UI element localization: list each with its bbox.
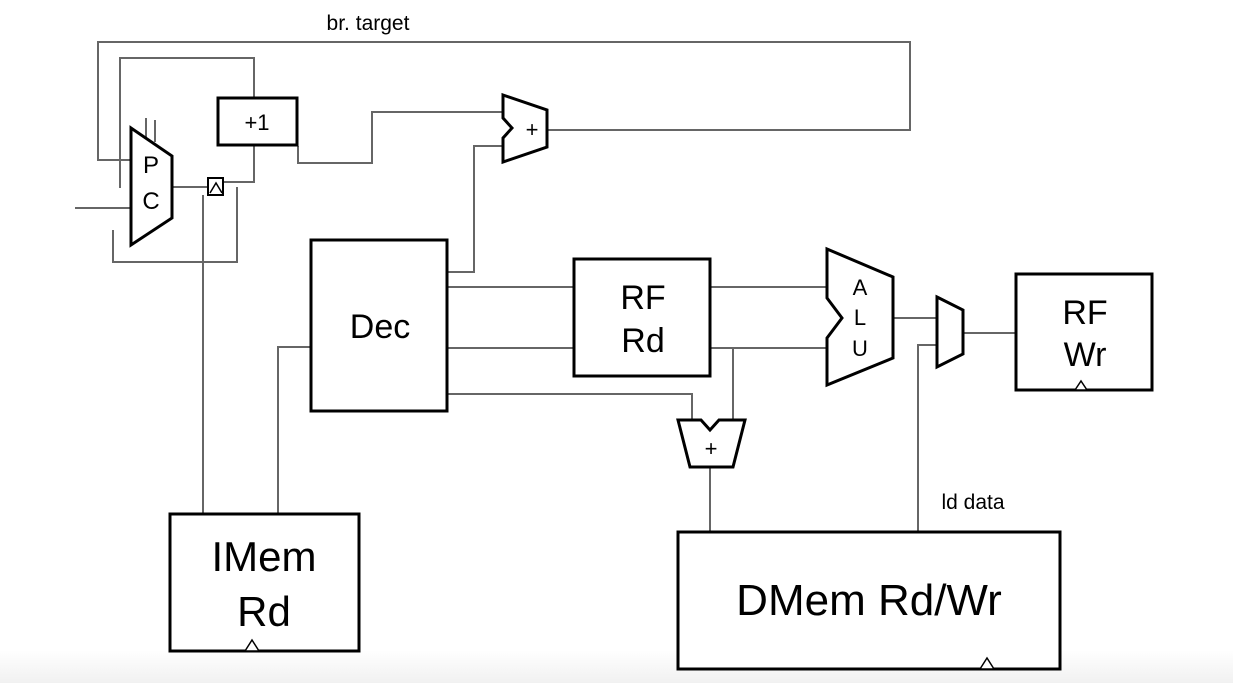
wire-inc-out	[222, 146, 255, 183]
alu: A L U	[825, 246, 895, 388]
increment-box: +1	[216, 96, 299, 147]
pc-mux: P C	[129, 125, 174, 248]
wire-pc-increment-loop	[119, 57, 255, 188]
decode-label: Dec	[350, 308, 410, 346]
wires	[75, 41, 1016, 531]
wire-inc-to-adder	[297, 111, 502, 164]
alu-label-u: U	[852, 336, 868, 361]
address-adder-label: +	[705, 436, 718, 461]
branch-adder-label: +	[526, 117, 539, 142]
wire-imem-to-dec	[277, 346, 311, 514]
imem-label-1: IMem	[212, 533, 317, 580]
rf-read-label-2: Rd	[621, 322, 664, 360]
alu-label-l: L	[854, 305, 866, 330]
rf-write-label-2: Wr	[1064, 336, 1107, 374]
rf-write-box: RF Wr	[1014, 272, 1154, 392]
dmem-box: DMem Rd/Wr	[676, 530, 1062, 671]
imem-box: IMem Rd	[168, 512, 361, 653]
rf-write-label-1: RF	[1062, 294, 1107, 332]
dmem-label: DMem Rd/Wr	[736, 576, 1002, 625]
wire-dec-to-adder	[447, 145, 502, 273]
rf-read-label-1: RF	[620, 279, 665, 317]
imem-clock-icon	[243, 638, 261, 652]
wire-ld-data	[917, 344, 937, 531]
wire-pc-out-down	[112, 187, 238, 263]
pc-label-c: C	[142, 188, 159, 215]
dmem-clock-icon	[978, 656, 996, 670]
increment-label: +1	[244, 110, 269, 135]
rf-write-clock-icon	[1073, 379, 1089, 391]
branch-adder: +	[501, 92, 549, 165]
decode-box: Dec	[309, 238, 449, 413]
writeback-mux	[935, 294, 965, 370]
wire-branch-target	[97, 41, 911, 161]
pc-register-clock	[207, 177, 224, 196]
pc-label-p: P	[143, 152, 159, 179]
ld-data-label: ld data	[941, 491, 1004, 514]
imem-label-2: Rd	[237, 588, 291, 635]
rf-read-box: RF Rd	[572, 257, 712, 378]
alu-label-a: A	[853, 275, 868, 300]
address-adder: +	[676, 418, 747, 469]
br-target-label: br. target	[327, 12, 410, 35]
wire-dec-to-addr-adder	[447, 393, 693, 420]
